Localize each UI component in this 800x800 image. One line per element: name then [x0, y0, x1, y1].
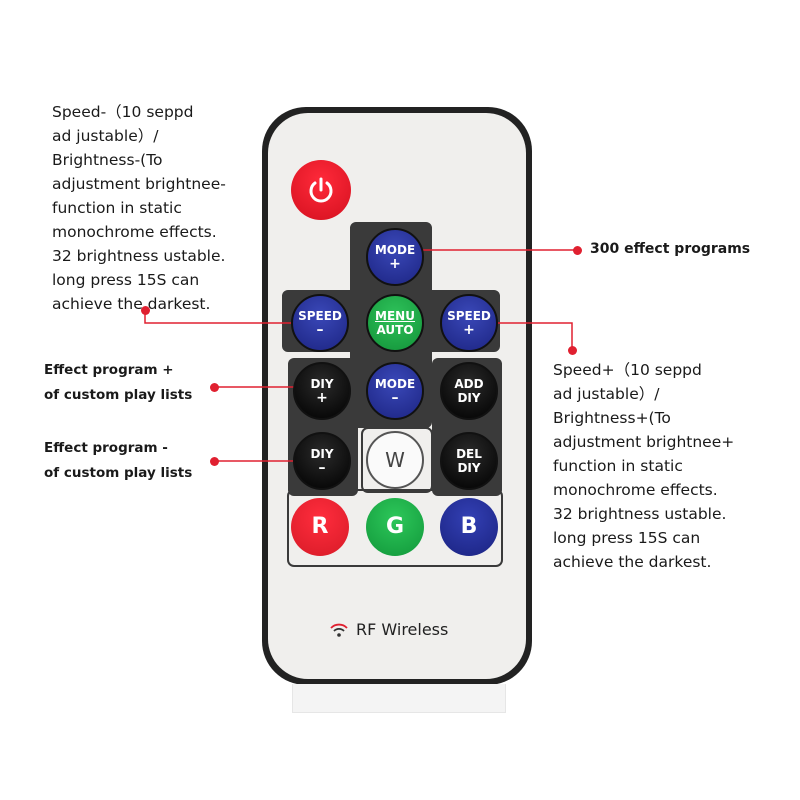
mode-plus-bottom: +: [389, 256, 401, 272]
white-label: W: [385, 448, 405, 472]
diy-plus-bottom: +: [316, 390, 328, 406]
annotation-line: monochrome effects.: [553, 481, 718, 499]
mode-plus-top: MODE: [374, 243, 416, 257]
mode-minus-button[interactable]: MODE –: [366, 362, 424, 420]
add-diy-button[interactable]: ADD DIY: [440, 362, 498, 420]
del-diy-top: DEL: [456, 447, 482, 461]
speed-plus-annotation: Speed+（10 seppd ad justable）/ Brightness…: [553, 358, 734, 574]
speed-plus-bottom: +: [463, 322, 475, 338]
speed-plus-annotation-dot: [568, 346, 577, 355]
wifi-icon: [330, 623, 348, 637]
green-label: G: [385, 514, 405, 539]
speed-plus-button[interactable]: SPEED +: [440, 294, 498, 352]
annotation-line: achieve the darkest.: [553, 553, 712, 571]
del-diy-button[interactable]: DEL DIY: [440, 432, 498, 490]
annotation-line: Brightness-(To: [52, 151, 163, 169]
annotation-line: adjustment brightnee-: [52, 175, 226, 193]
annotation-line: long press 15S can: [553, 529, 701, 547]
annotation-line: ad justable）/: [553, 385, 660, 403]
annotation-line: Effect program -: [44, 440, 168, 456]
annotation-line: Brightness+(To: [553, 409, 671, 427]
annotation-line: Speed+（10 seppd: [553, 361, 702, 379]
diy-minus-bottom: –: [318, 460, 326, 476]
red-button[interactable]: R: [291, 498, 349, 556]
diy-plus-annotation-dot: [210, 383, 219, 392]
del-diy-bottom: DIY: [457, 461, 481, 475]
rf-wireless-label: RF Wireless: [330, 620, 448, 639]
annotation-line: of custom play lists: [44, 465, 193, 481]
diy-plus-button[interactable]: DIY +: [293, 362, 351, 420]
speed-minus-top: SPEED: [298, 309, 342, 323]
mode-annotation-dot: [573, 246, 582, 255]
diy-minus-top: DIY: [310, 447, 334, 461]
add-diy-bottom: DIY: [457, 391, 481, 405]
add-diy-top: ADD: [454, 377, 484, 391]
diy-plus-annotation: Effect program + of custom play lists: [44, 358, 192, 408]
speed-minus-bottom: –: [316, 322, 324, 338]
annotation-line: 32 brightness ustable.: [553, 505, 727, 523]
diy-minus-button[interactable]: DIY –: [293, 432, 351, 490]
green-button[interactable]: G: [366, 498, 424, 556]
blue-button[interactable]: B: [440, 498, 498, 556]
blue-label: B: [460, 514, 478, 539]
menu-label: MENU: [375, 309, 415, 323]
power-icon: [309, 177, 333, 203]
mode-minus-bottom: –: [391, 390, 399, 406]
diy-plus-top: DIY: [310, 377, 334, 391]
annotation-line: of custom play lists: [44, 387, 193, 403]
diy-minus-annotation-dot: [210, 457, 219, 466]
speed-minus-button[interactable]: SPEED –: [291, 294, 349, 352]
speed-minus-annotation: Speed-（10 seppd ad justable）/ Brightness…: [52, 100, 226, 316]
annotation-line: achieve the darkest.: [52, 295, 211, 313]
annotation-line: adjustment brightnee+: [553, 433, 735, 451]
annotation-line: 32 brightness ustable.: [52, 247, 226, 265]
power-button[interactable]: [291, 160, 351, 220]
rf-wireless-text: RF Wireless: [356, 620, 449, 639]
annotation-line: Effect program +: [44, 362, 174, 378]
speed-minus-annotation-dot: [141, 306, 150, 315]
mode-minus-top: MODE: [374, 377, 416, 391]
annotation-line: monochrome effects.: [52, 223, 217, 241]
mode-annotation: 300 effect programs: [590, 241, 751, 257]
annotation-line: long press 15S can: [52, 271, 200, 289]
annotation-line: Speed-（10 seppd: [52, 103, 194, 121]
remote-stand: [292, 684, 506, 713]
white-button[interactable]: W: [366, 431, 424, 489]
mode-plus-button[interactable]: MODE +: [366, 228, 424, 286]
annotation-line: function in static: [553, 457, 683, 475]
red-label: R: [311, 514, 329, 539]
annotation-line: ad justable）/: [52, 127, 159, 145]
auto-label: AUTO: [376, 323, 414, 337]
annotation-line: function in static: [52, 199, 182, 217]
speed-plus-top: SPEED: [447, 309, 491, 323]
menu-auto-button[interactable]: MENU AUTO: [366, 294, 424, 352]
diy-minus-annotation: Effect program - of custom play lists: [44, 436, 192, 486]
